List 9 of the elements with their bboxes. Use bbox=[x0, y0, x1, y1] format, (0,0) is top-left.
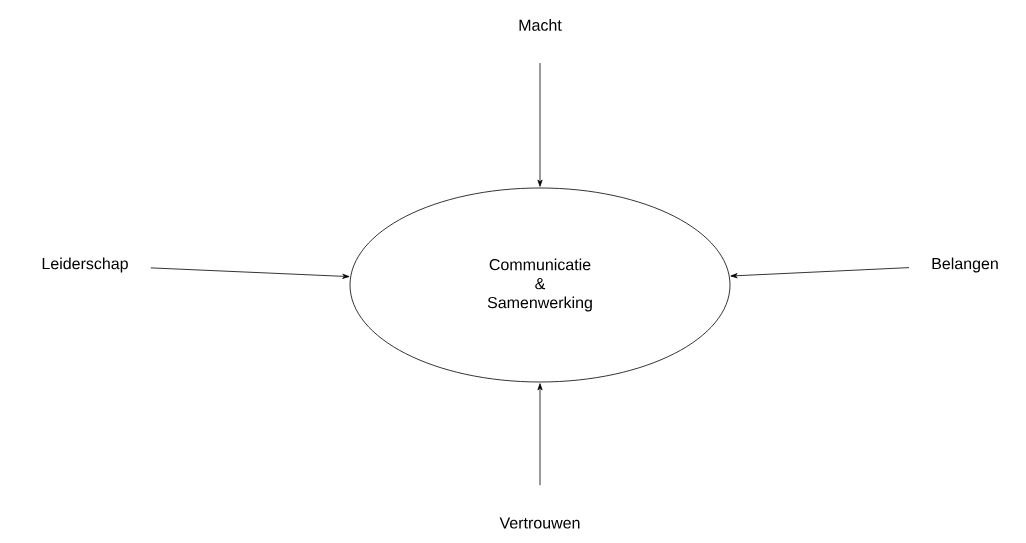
arrow bbox=[730, 267, 910, 279]
arrow bbox=[150, 267, 350, 279]
label-text: Belangen bbox=[932, 257, 998, 273]
arrow bbox=[537, 62, 543, 187]
label-text: Leiderschap bbox=[42, 257, 128, 273]
arrow bbox=[537, 383, 543, 486]
label-text: Macht bbox=[519, 19, 562, 31]
ellipse-node: Communicatie & Samenwerking bbox=[349, 187, 731, 383]
label-text: Vertrouwen bbox=[499, 517, 580, 529]
